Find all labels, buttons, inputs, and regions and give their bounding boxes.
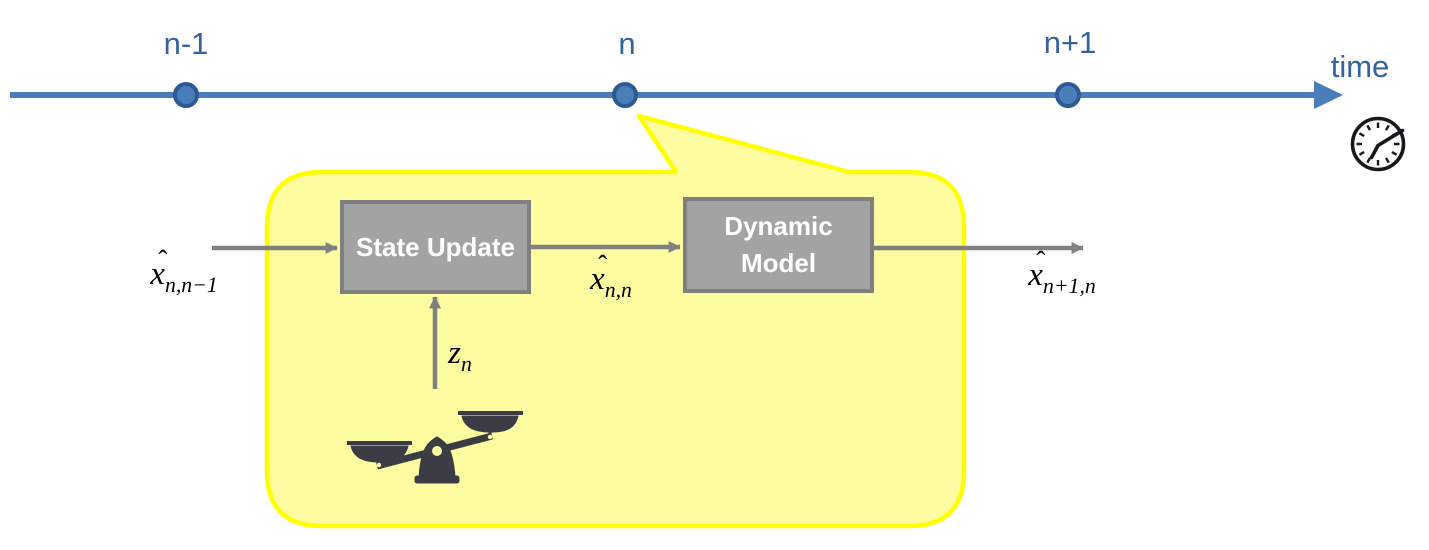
math-subscript: n,n−1 — [164, 272, 218, 297]
dynamic-model-block: Dynamic Model — [683, 197, 874, 293]
state-update-block: State Update — [340, 200, 531, 294]
tick-label-n-plus-1: n+1 — [1043, 25, 1097, 60]
math-base: z — [448, 335, 461, 372]
scale-fulcrum-hole — [432, 446, 442, 456]
timeline-dot-n-minus-1 — [173, 82, 199, 108]
clock-icon — [1350, 116, 1406, 172]
scale-base — [414, 475, 460, 484]
timeline-dot-n — [612, 82, 638, 108]
scale-fulcrum — [418, 436, 456, 478]
signal-arrows — [212, 241, 1084, 389]
math-subscript: n,n — [604, 277, 632, 302]
timeline-dot-n-plus-1 — [1055, 82, 1081, 108]
hat-accent: ˆ — [1036, 245, 1046, 276]
math-subscript: n+1,n — [1042, 273, 1096, 298]
time-axis-arrowhead — [1314, 81, 1343, 109]
label-measurement: zn — [448, 335, 472, 377]
balance-scale-icon — [347, 411, 523, 484]
state-update-label: State Update — [356, 231, 515, 262]
scale-beam-pin-left — [376, 462, 382, 468]
clock-ticks — [1356, 122, 1400, 166]
callout-bubble — [264, 113, 967, 529]
math-subscript: n — [460, 351, 472, 376]
time-axis-label: time — [1330, 49, 1390, 84]
tick-label-n: n — [618, 26, 636, 61]
hat-accent: ˆ — [598, 249, 608, 280]
hat-accent: ˆ — [158, 244, 168, 275]
scale-beam-pin-right — [487, 434, 493, 440]
clock-hands — [1369, 128, 1405, 160]
tick-label-n-minus-1: n-1 — [163, 26, 209, 61]
dynamic-model-label: Dynamic Model — [724, 211, 833, 278]
time-axis — [10, 81, 1343, 109]
